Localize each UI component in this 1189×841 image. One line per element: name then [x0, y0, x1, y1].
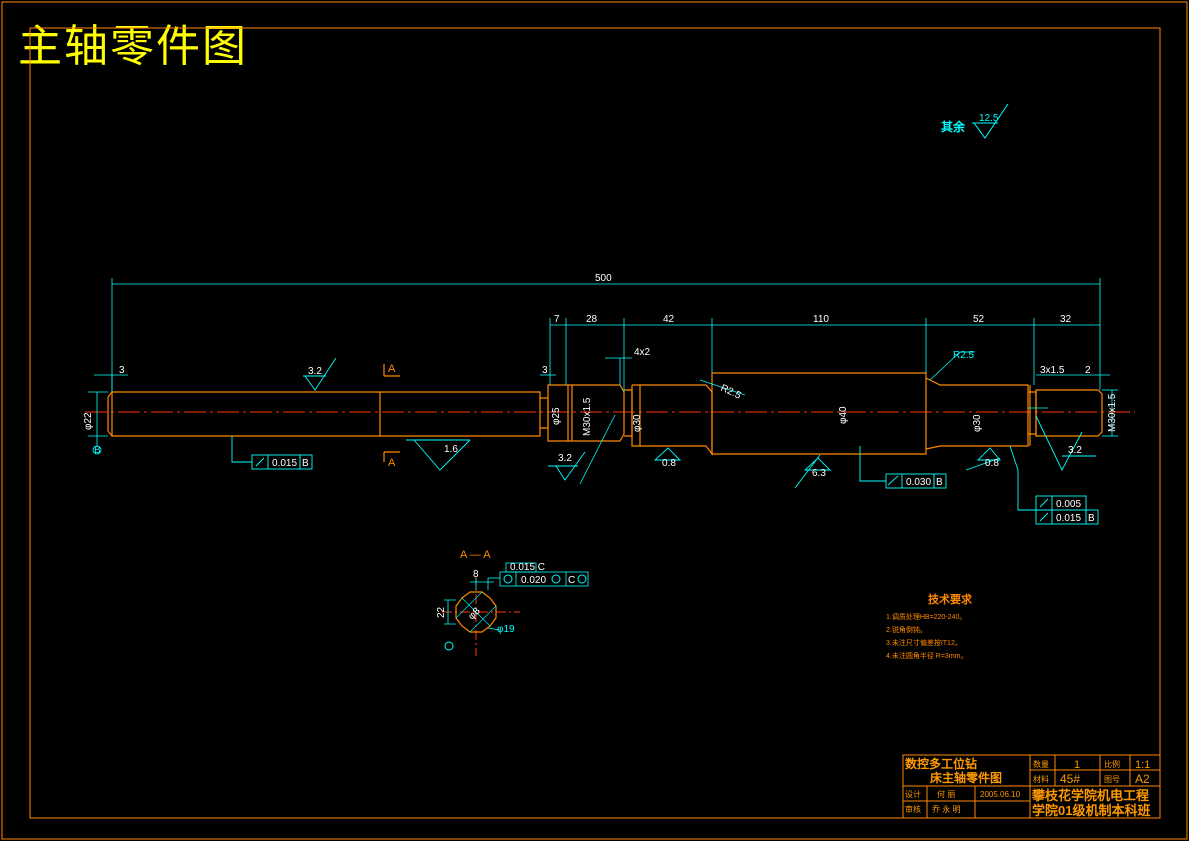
tb-checker: 乔 永 明 [932, 804, 960, 814]
tech-req-title: 技术要求 [928, 592, 973, 606]
tb-scale-value: 1:1 [1135, 759, 1150, 771]
section-view [442, 562, 589, 656]
dim-dia-left: φ22 [83, 412, 94, 430]
dim-32: 32 [1060, 314, 1072, 325]
dim-r25a: R2.5 [719, 383, 743, 402]
roughness-symbols [303, 357, 1096, 489]
roughness-r6: 0.8 [985, 458, 999, 469]
dim-52: 52 [973, 314, 985, 325]
section-dia19: φ19 [497, 624, 515, 635]
tech-req-item: 4.未注圆角半径 R=3mm。 [886, 651, 967, 660]
tol-mid-value: 0.030 [906, 477, 931, 488]
tb-qty-label: 数量 [1033, 759, 1049, 769]
dim-total: 500 [595, 273, 612, 284]
tb-check-label: 审核 [905, 804, 921, 814]
dim-chamfer: 4x2 [634, 347, 651, 358]
tb-material-label: 材料 [1033, 774, 1049, 784]
inner-frame [29, 27, 1161, 819]
dim-3-left: 3 [119, 365, 125, 376]
tech-req-item: 3.未注尺寸偏差按IT12。 [886, 638, 962, 647]
dim-r25b: R2.5 [953, 350, 975, 361]
tb-name-line2: 床主轴零件图 [930, 770, 1002, 785]
dim-2: 2 [1085, 365, 1091, 376]
shaft-outline [107, 372, 1103, 456]
tol-left-datum: B [302, 458, 309, 469]
dim-dia30-right: φ30 [972, 414, 983, 432]
tb-drawing-no-value: A2 [1135, 772, 1150, 786]
roughness-note: 其余 12.5 [941, 103, 1009, 139]
tb-drawing-no-label: 图号 [1104, 775, 1120, 784]
roughness-r1: 3.2 [308, 366, 322, 377]
dim-110: 110 [813, 314, 829, 325]
tb-material-value: 45# [1060, 772, 1080, 786]
tb-qty-value: 1 [1074, 759, 1080, 771]
dim-thread-right: M30x1.5 [1107, 393, 1118, 432]
tol-mid-datum: B [936, 477, 943, 488]
dim-3-right: 3 [542, 365, 548, 376]
tb-school-line2: 学院01级机制本科班 [1032, 803, 1150, 818]
tol-right2-datum: B [1088, 513, 1095, 524]
title-block-grid [902, 754, 1161, 819]
tb-design-label: 设计 [905, 789, 921, 799]
dim-dia40: φ40 [838, 406, 849, 424]
tb-school-line1: 攀枝花学院机电工程 [1031, 788, 1149, 803]
dim-thread: M30x1.5 [582, 397, 593, 436]
tb-scale-label: 比例 [1104, 759, 1120, 769]
section-markers [383, 364, 400, 462]
dim-dia30-left: φ30 [632, 414, 643, 432]
roughness-note-value: 12.5 [979, 113, 999, 124]
roughness-r5: 6.3 [812, 468, 826, 479]
tol-left-value: 0.015 [272, 458, 297, 469]
tol-right1-value: 0.005 [1056, 499, 1081, 510]
tb-name-line1: 数控多工位钻 [905, 756, 977, 771]
dim-dia-step: φ25 [551, 407, 562, 425]
roughness-r7: 3.2 [1068, 445, 1082, 456]
section-title: A — A [460, 549, 491, 561]
roughness-r4: 0.8 [662, 458, 676, 469]
section-tol-small: 0.015 C [510, 562, 545, 573]
section-dim-22: 22 [436, 606, 447, 618]
tb-designer: 何 丽 [937, 789, 955, 799]
roughness-r3: 3.2 [558, 453, 572, 464]
section-label-a-top: A [388, 363, 396, 375]
dim-42: 42 [663, 314, 675, 325]
tech-req-list: 1.调质处理HB=220-240。 2.锐角倒钝。 3.未注尺寸偏差按IT12。 4.… [886, 612, 967, 660]
tech-req-item: 2.锐角倒钝。 [886, 625, 927, 634]
tol-right2-value: 0.015 [1056, 513, 1081, 524]
dimension-lines [88, 278, 1118, 485]
tech-req-item: 1.调质处理HB=220-240。 [886, 612, 966, 621]
roughness-r2: 1.6 [444, 444, 458, 455]
section-tol-main: 0.020 [521, 575, 546, 586]
dim-7: 7 [554, 314, 560, 325]
section-dim-8: 8 [473, 569, 479, 580]
tolerance-frames [231, 436, 1099, 525]
roughness-note-label: 其余 [941, 119, 966, 134]
section-dia-inner: φ8 [466, 606, 483, 623]
tb-date: 2005.06.10 [980, 790, 1021, 799]
section-datum-c: C [568, 575, 575, 586]
dim-28: 28 [586, 314, 598, 325]
datum-b-label: B [94, 445, 101, 456]
section-label-a-bottom: A [388, 457, 396, 469]
drawing-title: 主轴零件图 [18, 21, 248, 72]
dim-groove: 3x1.5 [1040, 365, 1065, 376]
